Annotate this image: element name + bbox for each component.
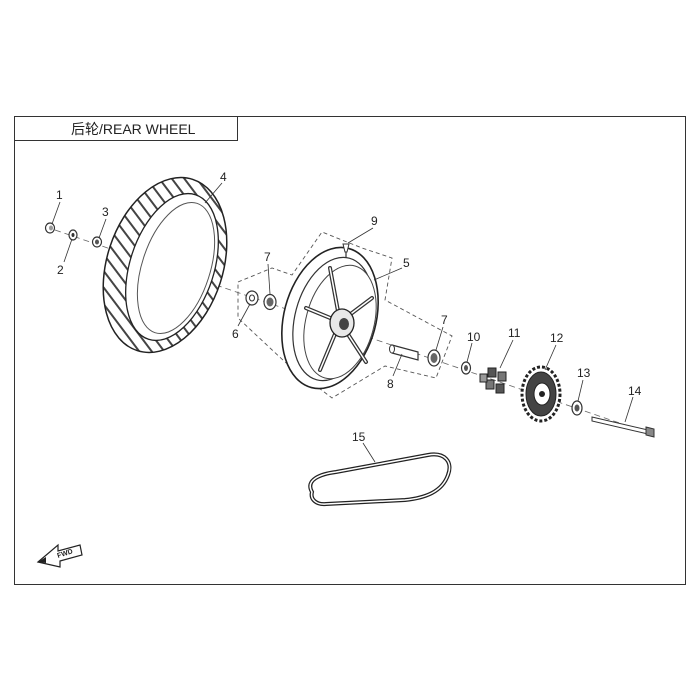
callout-5: 5 [403,256,410,270]
part-9-valve [342,243,350,258]
callout-3: 3 [102,205,109,219]
part-13-collar [571,400,583,416]
callout-14: 14 [628,384,642,398]
page-title: 后轮/REAR WHEEL [71,120,196,137]
direction-label: FWD [56,548,73,560]
part-10-spacer [460,361,472,375]
part-6-spacer [245,290,259,306]
part-7-bearing-right [427,349,441,367]
part-15-drive-chain [308,452,452,507]
callout-7-right: 7 [441,313,448,327]
part-2-washer [68,229,78,241]
part-7-bearing-left [263,293,277,311]
diagram-frame [14,116,686,585]
part-1-axle-nut [44,222,56,234]
part-4-tire [102,176,228,354]
callout-2: 2 [57,263,64,277]
part-3-collar [91,236,103,248]
part-12-sprocket [520,365,562,423]
callout-13: 13 [577,366,591,380]
callout-15: 15 [352,430,366,444]
part-11-damper [479,367,507,394]
callout-10: 10 [467,330,481,344]
callout-9: 9 [371,214,378,228]
part-8-sleeve [389,344,419,361]
callout-8: 8 [387,377,394,391]
forward-direction-arrow-icon: FWD [36,543,83,568]
callout-4: 4 [220,170,227,184]
part-5-rim [281,246,379,390]
leader-lines [51,182,634,463]
callout-12: 12 [550,331,564,345]
callout-7-left: 7 [264,250,271,264]
part-14-axle [591,416,655,438]
callout-6: 6 [232,327,239,341]
callout-1: 1 [56,188,63,202]
title-box: 后轮/REAR WHEEL [14,116,238,141]
callout-11: 11 [508,326,521,340]
